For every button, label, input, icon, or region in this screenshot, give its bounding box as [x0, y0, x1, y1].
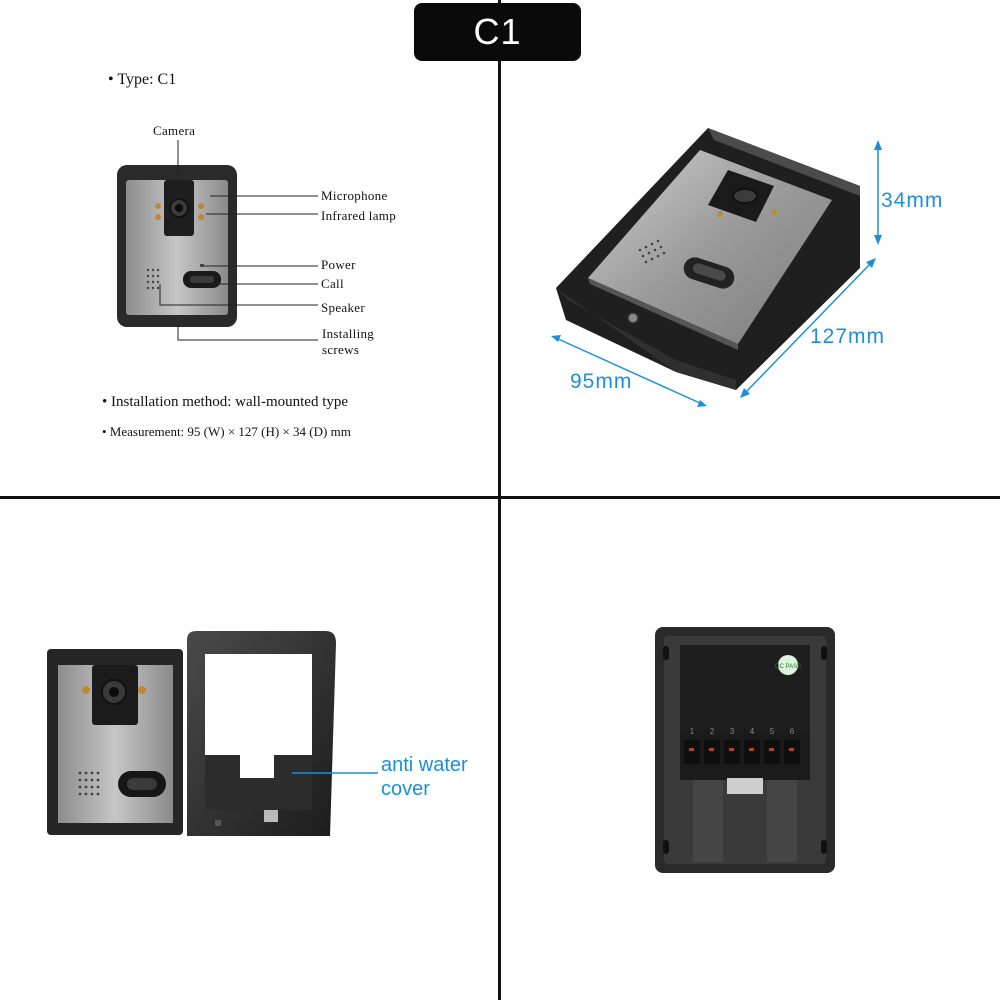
- svg-text:2: 2: [710, 727, 715, 736]
- svg-text:6: 6: [790, 727, 795, 736]
- qc-sticker-text: QC PASS: [775, 664, 801, 670]
- svg-text:4: 4: [750, 727, 755, 736]
- horizontal-divider: [0, 496, 1000, 499]
- callout-speaker: Speaker: [321, 300, 365, 315]
- terminal-numbers: 1 2 3 4 5 6: [690, 727, 795, 736]
- dimension-height: 127mm: [810, 325, 886, 348]
- callout-call: Call: [321, 276, 344, 291]
- dimension-depth: 34mm: [881, 189, 944, 212]
- back-view-unit: QC PASS 1 2 3 4 5 6: [655, 627, 835, 873]
- callout-lines: [159, 140, 318, 341]
- callout-installing: Installing: [322, 326, 375, 341]
- dimension-arrows: [551, 140, 882, 407]
- svg-text:1: 1: [690, 727, 695, 736]
- callout-microphone: Microphone: [321, 188, 388, 203]
- callout-screws: screws: [322, 342, 360, 357]
- callout-power: Power: [321, 257, 356, 272]
- spec-measurement: • Measurement: 95 (W) × 127 (H) × 34 (D)…: [102, 424, 351, 439]
- model-title-badge: C1: [414, 3, 581, 61]
- callout-camera: Camera: [153, 123, 196, 138]
- spec-type: • Type: C1: [108, 71, 177, 88]
- spec-installation: • Installation method: wall-mounted type: [102, 394, 349, 410]
- unit-front-open: [47, 649, 183, 835]
- callout-infrared-lamp: Infrared lamp: [321, 208, 396, 223]
- svg-text:3: 3: [730, 727, 735, 736]
- cover-label-line1: anti water: [381, 754, 468, 776]
- cover-label-line2: cover: [381, 778, 430, 800]
- anti-water-cover: [187, 631, 336, 836]
- svg-text:5: 5: [770, 727, 775, 736]
- anti-water-cover-label: anti water cover: [381, 753, 468, 801]
- dimension-width: 95mm: [570, 370, 633, 393]
- vertical-divider: [498, 0, 501, 1000]
- perspective-view-unit: [556, 128, 860, 390]
- front-view-unit: [117, 165, 237, 327]
